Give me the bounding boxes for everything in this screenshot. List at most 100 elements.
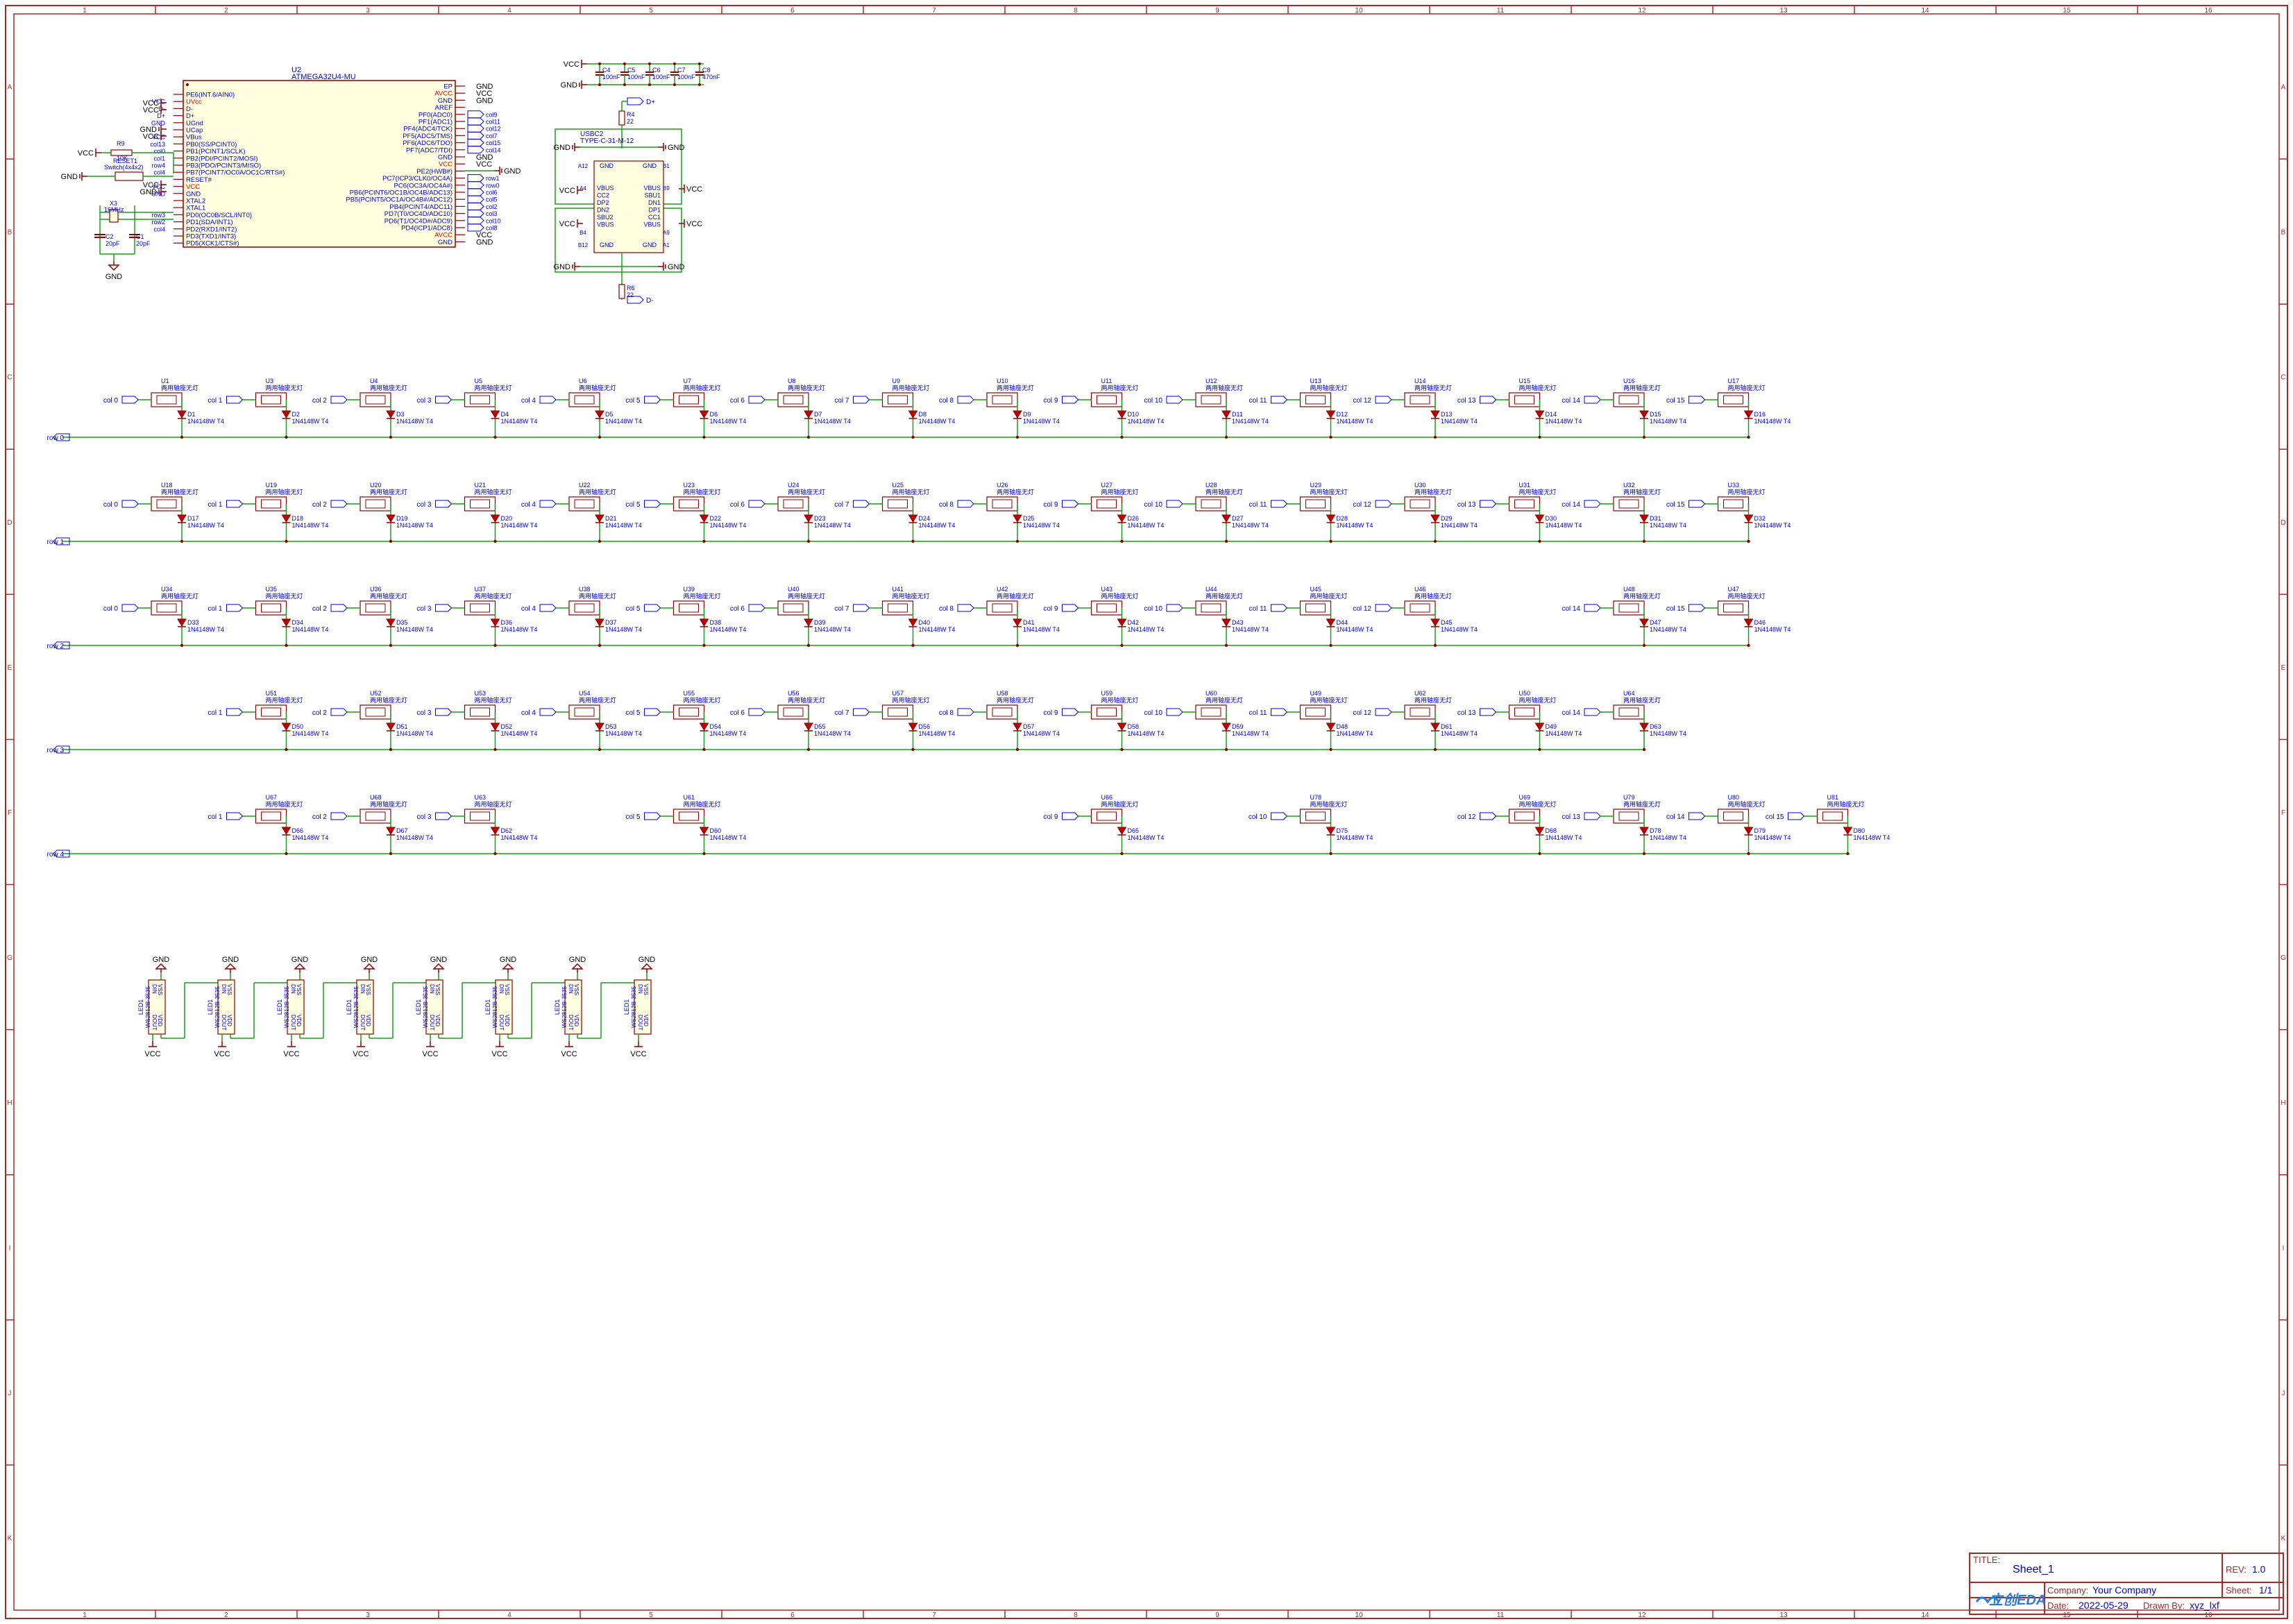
diode-value: 1N4148W T4	[1023, 730, 1060, 737]
column-label: 1	[83, 7, 87, 15]
col-net-flag	[539, 500, 557, 508]
diode-designator: D9	[1023, 411, 1031, 418]
switch-value: 两用轴座无灯	[788, 384, 825, 391]
key-switch-inner	[261, 603, 281, 613]
key-switch-inner	[470, 499, 490, 509]
row-label: G	[2281, 954, 2286, 962]
led-body	[564, 979, 582, 1035]
crystal-designator: X3	[110, 200, 117, 207]
diode-value: 1N4148W T4	[501, 834, 538, 841]
cap-value: 470nF	[702, 74, 720, 81]
gnd-triangle	[432, 963, 445, 970]
led-part: WS2812B-3535	[491, 986, 498, 1028]
diode-value: 1N4148W T4	[1650, 418, 1686, 425]
col-net-label: col 0	[103, 605, 119, 613]
diode-symbol	[490, 410, 500, 418]
diode-value: 1N4148W T4	[919, 522, 956, 529]
mcu-right-net: col12	[486, 126, 501, 133]
vcc-label: VCC	[564, 60, 579, 69]
switch-designator: U60	[1205, 690, 1217, 697]
mcu-net-flag	[467, 217, 484, 225]
mcu-left-pin-name: VCC	[186, 183, 200, 191]
col-net-label: col 6	[730, 605, 745, 613]
diode-value: 1N4148W T4	[1023, 418, 1060, 425]
dm-flag-label: D-	[646, 297, 654, 305]
mcu-right-net: row0	[486, 182, 500, 189]
diode-symbol	[490, 514, 500, 523]
usb-pin: GND	[643, 162, 657, 169]
diode-designator: D10	[1128, 411, 1140, 418]
col-net-label: col 5	[625, 397, 641, 405]
diode-designator: D55	[814, 723, 826, 730]
cap-value: 100nF	[627, 74, 645, 81]
col-net-flag	[1689, 604, 1706, 612]
diode-value: 1N4148W T4	[605, 626, 642, 633]
row-label: F	[8, 809, 12, 817]
mcu-right-power: VCC	[476, 160, 492, 169]
diode-designator: D38	[710, 619, 722, 626]
usb-part: TYPE-C-31-M-12	[580, 137, 634, 145]
col-net-label: col 2	[312, 605, 328, 613]
diode-designator: D20	[501, 515, 513, 522]
junction	[1538, 852, 1541, 856]
diode-designator: D15	[1650, 411, 1661, 418]
gnd-label: GND	[500, 956, 517, 964]
key-switch-inner	[1822, 811, 1843, 821]
led-pin: DIN	[429, 984, 435, 994]
diode-symbol	[1639, 618, 1649, 627]
led-part: WS2812B-3535	[214, 986, 221, 1028]
col-net-flag	[853, 604, 870, 612]
mcu-left-pin-name: PB3(PDO/PCINT3/MISO)	[186, 162, 261, 170]
diode-value: 1N4148W T4	[1337, 418, 1373, 425]
junction	[806, 747, 811, 752]
switch-value: 两用轴座无灯	[892, 384, 930, 391]
cap-designator: C8	[702, 67, 711, 74]
diode-value: 1N4148W T4	[1650, 730, 1686, 737]
col-net-flag	[435, 500, 452, 508]
switch-value: 两用轴座无灯	[161, 592, 198, 600]
mcu-right-pin-name: AVCC	[434, 90, 452, 98]
switch-value: 两用轴座无灯	[1310, 384, 1348, 391]
diode-value: 1N4148W T4	[396, 626, 433, 633]
switch-designator: U11	[1101, 378, 1112, 384]
junction	[648, 83, 651, 86]
row-net-flag	[53, 641, 70, 650]
reset-designator: RESET1	[113, 158, 137, 164]
junction	[1120, 435, 1124, 439]
column-label: 11	[1497, 1612, 1505, 1619]
diode-designator: D30	[1546, 515, 1557, 522]
switch-value: 两用轴座无灯	[788, 592, 825, 600]
date-value: 2022-05-29	[2079, 1600, 2129, 1611]
diode-value: 1N4148W T4	[292, 834, 329, 841]
switch-value: 两用轴座无灯	[370, 384, 407, 391]
diode-designator: D4	[501, 411, 509, 418]
switch-designator: U40	[788, 586, 799, 593]
diode-value: 1N4148W T4	[919, 730, 956, 737]
vcc-label: VCC	[686, 185, 702, 194]
vcc-label: VCC	[214, 1050, 230, 1058]
switch-value: 两用轴座无灯	[266, 488, 303, 496]
diode-designator: D1	[187, 411, 196, 418]
diode-symbol	[177, 618, 187, 627]
easyeda-logo: 立创EDA	[1975, 1592, 2046, 1608]
diode-symbol	[1013, 410, 1022, 418]
date-label: Date:	[2047, 1600, 2069, 1611]
mcu-net-flag	[467, 139, 484, 147]
col-net-flag	[748, 604, 765, 612]
led-designator: LED1	[207, 999, 214, 1015]
junction	[1642, 539, 1646, 543]
junction	[1224, 747, 1228, 752]
col-net-flag	[1062, 708, 1079, 716]
diode-designator: D61	[1441, 723, 1453, 730]
diode-designator: D41	[1023, 619, 1035, 626]
mcu-net-flag	[467, 124, 484, 133]
key-switch-inner	[1097, 811, 1117, 821]
usb-pin-number: A4	[579, 185, 586, 192]
diode-symbol	[1013, 618, 1022, 627]
column-label: 7	[932, 7, 936, 15]
column-label: 15	[2063, 7, 2071, 15]
junction	[180, 539, 184, 543]
